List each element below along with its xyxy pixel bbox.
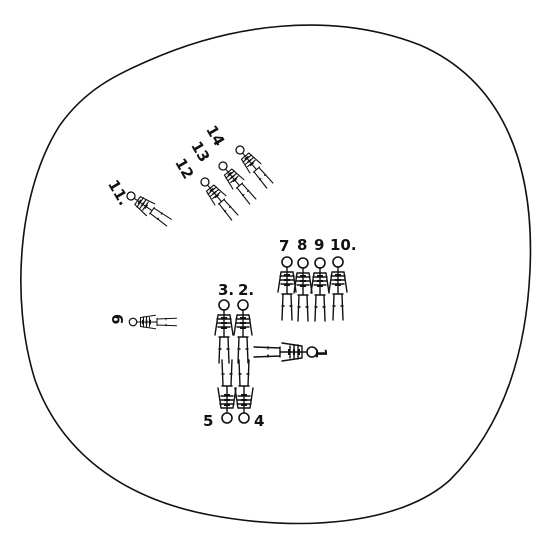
label-5: 5 bbox=[203, 412, 213, 430]
skeleton-5 bbox=[218, 360, 236, 423]
skeleton-10 bbox=[329, 257, 347, 320]
skeleton-9 bbox=[311, 258, 329, 321]
skeleton-13 bbox=[215, 158, 258, 206]
label-7: 7 bbox=[279, 237, 289, 255]
skeleton-1 bbox=[254, 343, 317, 361]
skeleton-4 bbox=[235, 360, 253, 423]
skeleton-8 bbox=[294, 258, 312, 321]
label-12: 12 bbox=[171, 155, 197, 182]
skeleton-14 bbox=[232, 142, 275, 190]
skeleton-2 bbox=[234, 300, 252, 363]
skeleton-3 bbox=[215, 300, 233, 363]
skeleton-11 bbox=[124, 188, 174, 229]
skeleton-6 bbox=[129, 315, 176, 329]
grave-pit-outline bbox=[21, 25, 531, 523]
label-1: 1 bbox=[312, 348, 330, 358]
label-4: 4 bbox=[254, 412, 264, 430]
label-11: 11. bbox=[104, 177, 133, 209]
label-2: 2. bbox=[238, 281, 254, 299]
label-10: 10. bbox=[330, 236, 357, 254]
label-3: 3. bbox=[218, 281, 234, 299]
label-6: 6 bbox=[108, 314, 126, 324]
skeleton-7 bbox=[278, 257, 296, 320]
label-8: 8 bbox=[297, 236, 307, 254]
label-9: 9 bbox=[314, 236, 324, 254]
